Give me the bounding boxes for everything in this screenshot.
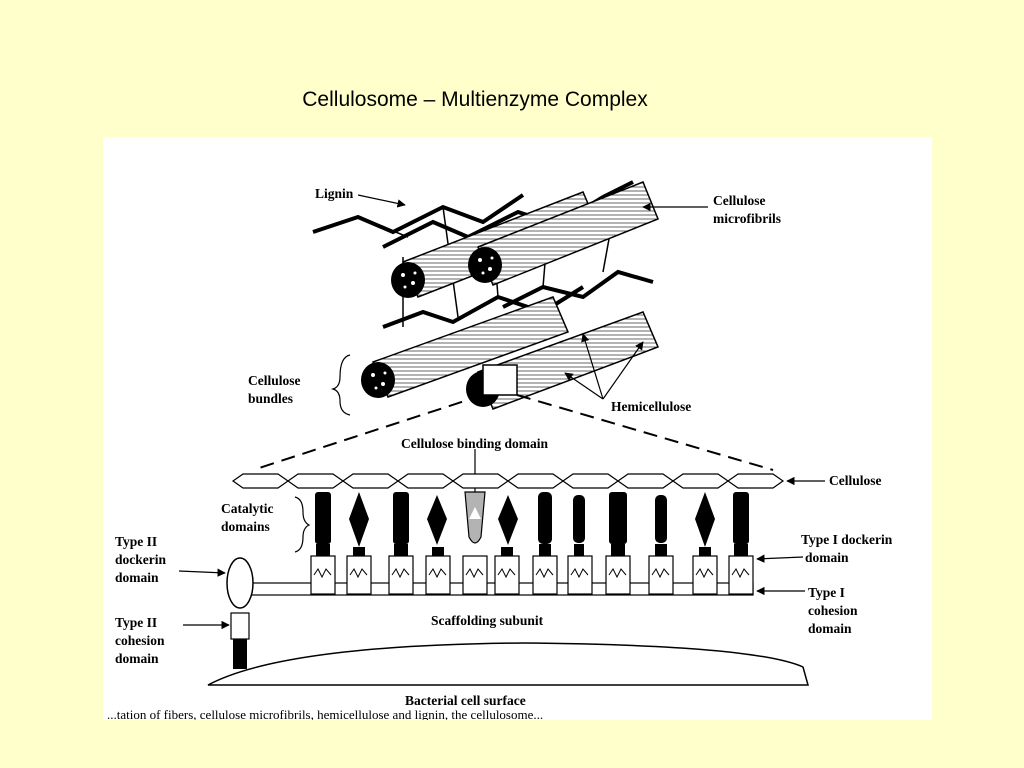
label-type1-dockerin-line2: domain	[805, 550, 849, 565]
label-type2-cohesion-line1: Type II	[115, 615, 157, 630]
label-type2-dockerin-line1: Type II	[115, 534, 157, 549]
label-type1-dockerin-line1: Type I dockerin	[801, 532, 893, 547]
label-cellulose-binding-domain: Cellulose binding domain	[401, 436, 549, 451]
catalytic-brace	[294, 496, 311, 553]
label-cellulose-microfibrils-line2: microfibrils	[713, 211, 781, 226]
label-cellulose-microfibrils-line1: Cellulose	[713, 193, 766, 208]
cohesin-zigzags	[313, 568, 750, 579]
cellulosome-diagram: Lignin Cellulose microfibrils Cellulose …	[103, 137, 932, 720]
label-type2-cohesion-line2: cohesion	[115, 633, 165, 648]
label-type1-cohesion-line2: cohesion	[808, 603, 858, 618]
label-lignin: Lignin	[315, 186, 354, 201]
label-bacterial-cell-surface: Bacterial cell surface	[405, 693, 526, 708]
cellulose-microfibril	[466, 311, 659, 410]
label-cellulose-bundles-line1: Cellulose	[248, 373, 301, 388]
label-cellulose: Cellulose	[829, 473, 882, 488]
label-scaffolding-subunit: Scaffolding subunit	[431, 613, 544, 628]
label-type1-cohesion-line3: domain	[808, 621, 852, 636]
label-type2-dockerin-line2: dockerin	[115, 552, 166, 567]
catalytic-domains	[315, 491, 749, 547]
label-catalytic-domains-line1: Catalytic	[221, 501, 273, 516]
slide-title: Cellulosome – Multienzyme Complex	[302, 88, 648, 111]
cellulose-chain	[231, 473, 785, 489]
label-type2-dockerin-line3: domain	[115, 570, 159, 585]
anchor-protein	[226, 557, 254, 669]
bacterial-cell-surface-shape	[207, 642, 809, 686]
bundles-brace	[330, 354, 351, 416]
dockerin-modules	[316, 544, 748, 556]
zoom-lines	[252, 394, 774, 471]
label-hemicellulose: Hemicellulose	[611, 399, 691, 414]
cellulose-microfibril	[468, 181, 659, 286]
label-type1-cohesion-line1: Type I	[808, 585, 845, 600]
label-catalytic-domains-line2: domains	[221, 519, 270, 534]
figure-caption-fragment: ...tation of fibers, cellulose microfibr…	[107, 707, 543, 720]
label-type2-cohesion-line3: domain	[115, 651, 159, 666]
zoom-box	[482, 364, 518, 396]
label-cellulose-bundles-line2: bundles	[248, 391, 293, 406]
cellulose-microfibril	[361, 296, 570, 398]
